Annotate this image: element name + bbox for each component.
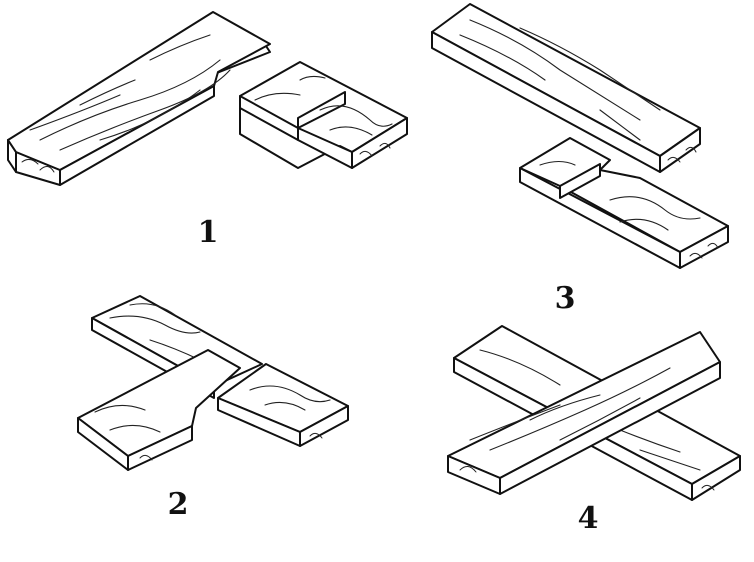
figure-4-upper-board bbox=[447, 331, 721, 495]
figure-1-label: 1 bbox=[198, 215, 219, 250]
figure-2-label: 2 bbox=[168, 487, 189, 522]
figure-3-tee-halving-joint: 3 bbox=[431, 3, 729, 316]
figure-4-label: 4 bbox=[578, 501, 599, 536]
figure-4-cross-halving-joint: 4 bbox=[447, 325, 741, 536]
figure-1-long-board bbox=[7, 11, 271, 186]
figure-1-end-lap-joint: 1 bbox=[7, 11, 408, 250]
figure-1-short-board bbox=[239, 61, 408, 169]
figure-3-top-board bbox=[431, 3, 701, 173]
figure-2-left-board bbox=[77, 349, 241, 471]
figure-3-bottom-board bbox=[519, 137, 729, 269]
figure-2-cross-lap-joint: 2 bbox=[77, 295, 349, 522]
figure-2-right-board bbox=[217, 363, 349, 447]
figure-3-label: 3 bbox=[555, 281, 576, 316]
